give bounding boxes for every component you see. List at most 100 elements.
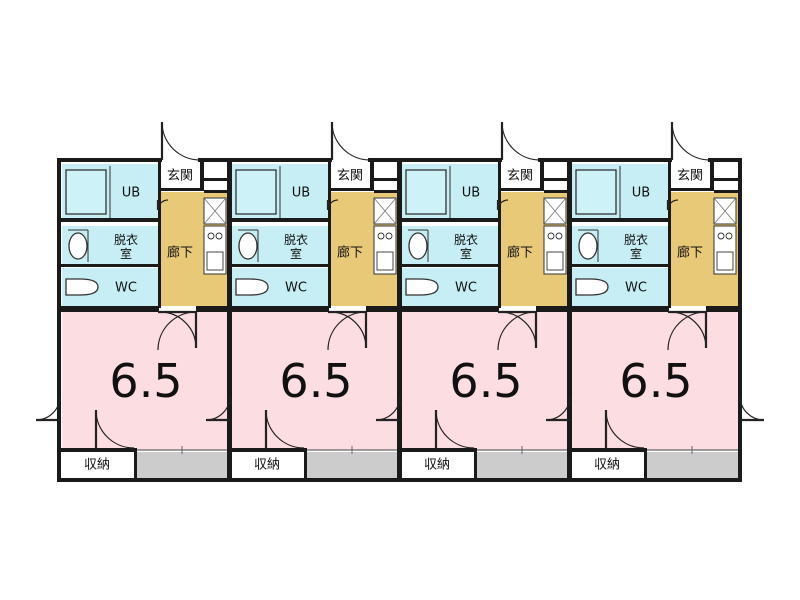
room-size-label: 6.5: [279, 354, 352, 408]
wall-changing-bottom: [61, 264, 159, 267]
hallway-label: 廊下: [337, 245, 363, 261]
bathtub: [235, 169, 277, 215]
wall-top-right: [538, 158, 572, 162]
wall-entry-box-2: [374, 190, 398, 193]
wall-hall-bottom: [706, 306, 738, 312]
wall-left: [227, 158, 231, 482]
storage-label: 収納: [84, 458, 110, 473]
wall-entry-bottom: [330, 188, 374, 191]
bathtub: [65, 169, 107, 215]
balcony: [306, 452, 398, 478]
wall-wc-bottom: [231, 306, 329, 312]
wall-entry-box-2: [544, 190, 568, 193]
wall-changing-bottom: [231, 264, 329, 267]
stove-burner-1: [377, 232, 385, 240]
toilet-label: WC: [115, 281, 137, 296]
main-room: [62, 312, 228, 450]
unit-3: UB玄関脱衣室廊下WC6.5収納: [375, 121, 595, 482]
wall-storage-top: [401, 448, 475, 452]
changing-room-label-1: 脱衣: [114, 232, 138, 247]
hallway-label: 廊下: [507, 245, 533, 261]
main-room: [572, 312, 738, 450]
bath-label: UB: [462, 186, 480, 201]
bath-label: UB: [632, 186, 650, 201]
stove-burner-2: [725, 232, 733, 240]
wall-entry-box: [714, 178, 738, 181]
wall-entry-right: [710, 160, 714, 188]
storage-label: 収納: [424, 458, 450, 473]
bathtub: [405, 169, 447, 215]
wall-entry-box: [544, 178, 568, 181]
toilet-label: WC: [285, 281, 307, 296]
entrance: [500, 164, 544, 188]
stove-burner-2: [555, 232, 563, 240]
unit-4: UB玄関脱衣室廊下WC6.5収納: [545, 121, 765, 482]
room-size-label: 6.5: [109, 354, 182, 408]
wall-storage-right: [134, 448, 137, 482]
balcony: [476, 452, 568, 478]
entrance: [160, 164, 204, 188]
wall-storage-top: [571, 448, 645, 452]
wall-hall-bottom: [196, 306, 228, 312]
washbasin: [68, 232, 88, 260]
stove-burner-1: [717, 232, 725, 240]
storage: [232, 452, 304, 478]
wall-bottom: [227, 478, 402, 482]
main-room: [402, 312, 568, 450]
wall-top-left: [227, 158, 332, 162]
balcony: [136, 452, 228, 478]
shoe-cabinet-cross-b: [713, 197, 737, 225]
wall-wc-bottom: [571, 306, 669, 312]
wall-top-right: [368, 158, 402, 162]
room-size-label: 6.5: [619, 354, 692, 408]
hallway-label: 廊下: [677, 245, 703, 261]
wall-top-left: [397, 158, 502, 162]
kitchen-sink: [376, 251, 394, 271]
right-window-door-swing: [739, 395, 765, 421]
wall-wet-right: [158, 158, 161, 308]
changing-room-label-2: 室: [460, 246, 472, 261]
wall-entry-right: [200, 160, 204, 188]
wall-entry-right: [540, 160, 544, 188]
wall-top-left: [57, 158, 162, 162]
wall-storage-top: [231, 448, 305, 452]
entry-door-swing: [161, 121, 201, 161]
wall-wet-right: [498, 158, 501, 308]
washbasin: [578, 232, 598, 260]
shoe-cabinet-cross-b: [203, 197, 227, 225]
left-window-door-swing: [35, 395, 61, 421]
wall-hall-bottom: [366, 306, 398, 312]
entrance-label: 玄関: [337, 169, 363, 184]
main-room: [232, 312, 398, 450]
wall-storage-top: [61, 448, 135, 452]
changing-room-label-2: 室: [630, 246, 642, 261]
washbasin: [408, 232, 428, 260]
toilet-label: WC: [625, 281, 647, 296]
entrance: [670, 164, 714, 188]
entrance: [330, 164, 374, 188]
wall-hall-bottom: [536, 306, 568, 312]
wall-entry-right: [370, 160, 374, 188]
room-size-label: 6.5: [449, 354, 522, 408]
wall-ub-bottom: [61, 218, 159, 222]
wall-ub-bottom: [231, 218, 329, 222]
toilet-bowl: [65, 278, 99, 296]
wall-entry-bottom: [500, 188, 544, 191]
stove-burner-1: [547, 232, 555, 240]
changing-room-label-1: 脱衣: [624, 232, 648, 247]
toilet-label: WC: [455, 281, 477, 296]
shoe-cabinet-cross-b: [373, 197, 397, 225]
stove-burner-1: [207, 232, 215, 240]
bath-label: UB: [292, 186, 310, 201]
unit-2: UB玄関脱衣室廊下WC6.5収納: [205, 121, 425, 482]
wall-entry-box-2: [204, 190, 228, 193]
bath-label: UB: [122, 186, 140, 201]
wall-entry-bottom: [160, 188, 204, 191]
entry-door-swing: [671, 121, 711, 161]
changing-room-label-2: 室: [120, 246, 132, 261]
entrance-label: 玄関: [507, 169, 533, 184]
toilet-bowl: [405, 278, 439, 296]
wall-top-right: [708, 158, 742, 162]
wall-bottom: [57, 478, 232, 482]
